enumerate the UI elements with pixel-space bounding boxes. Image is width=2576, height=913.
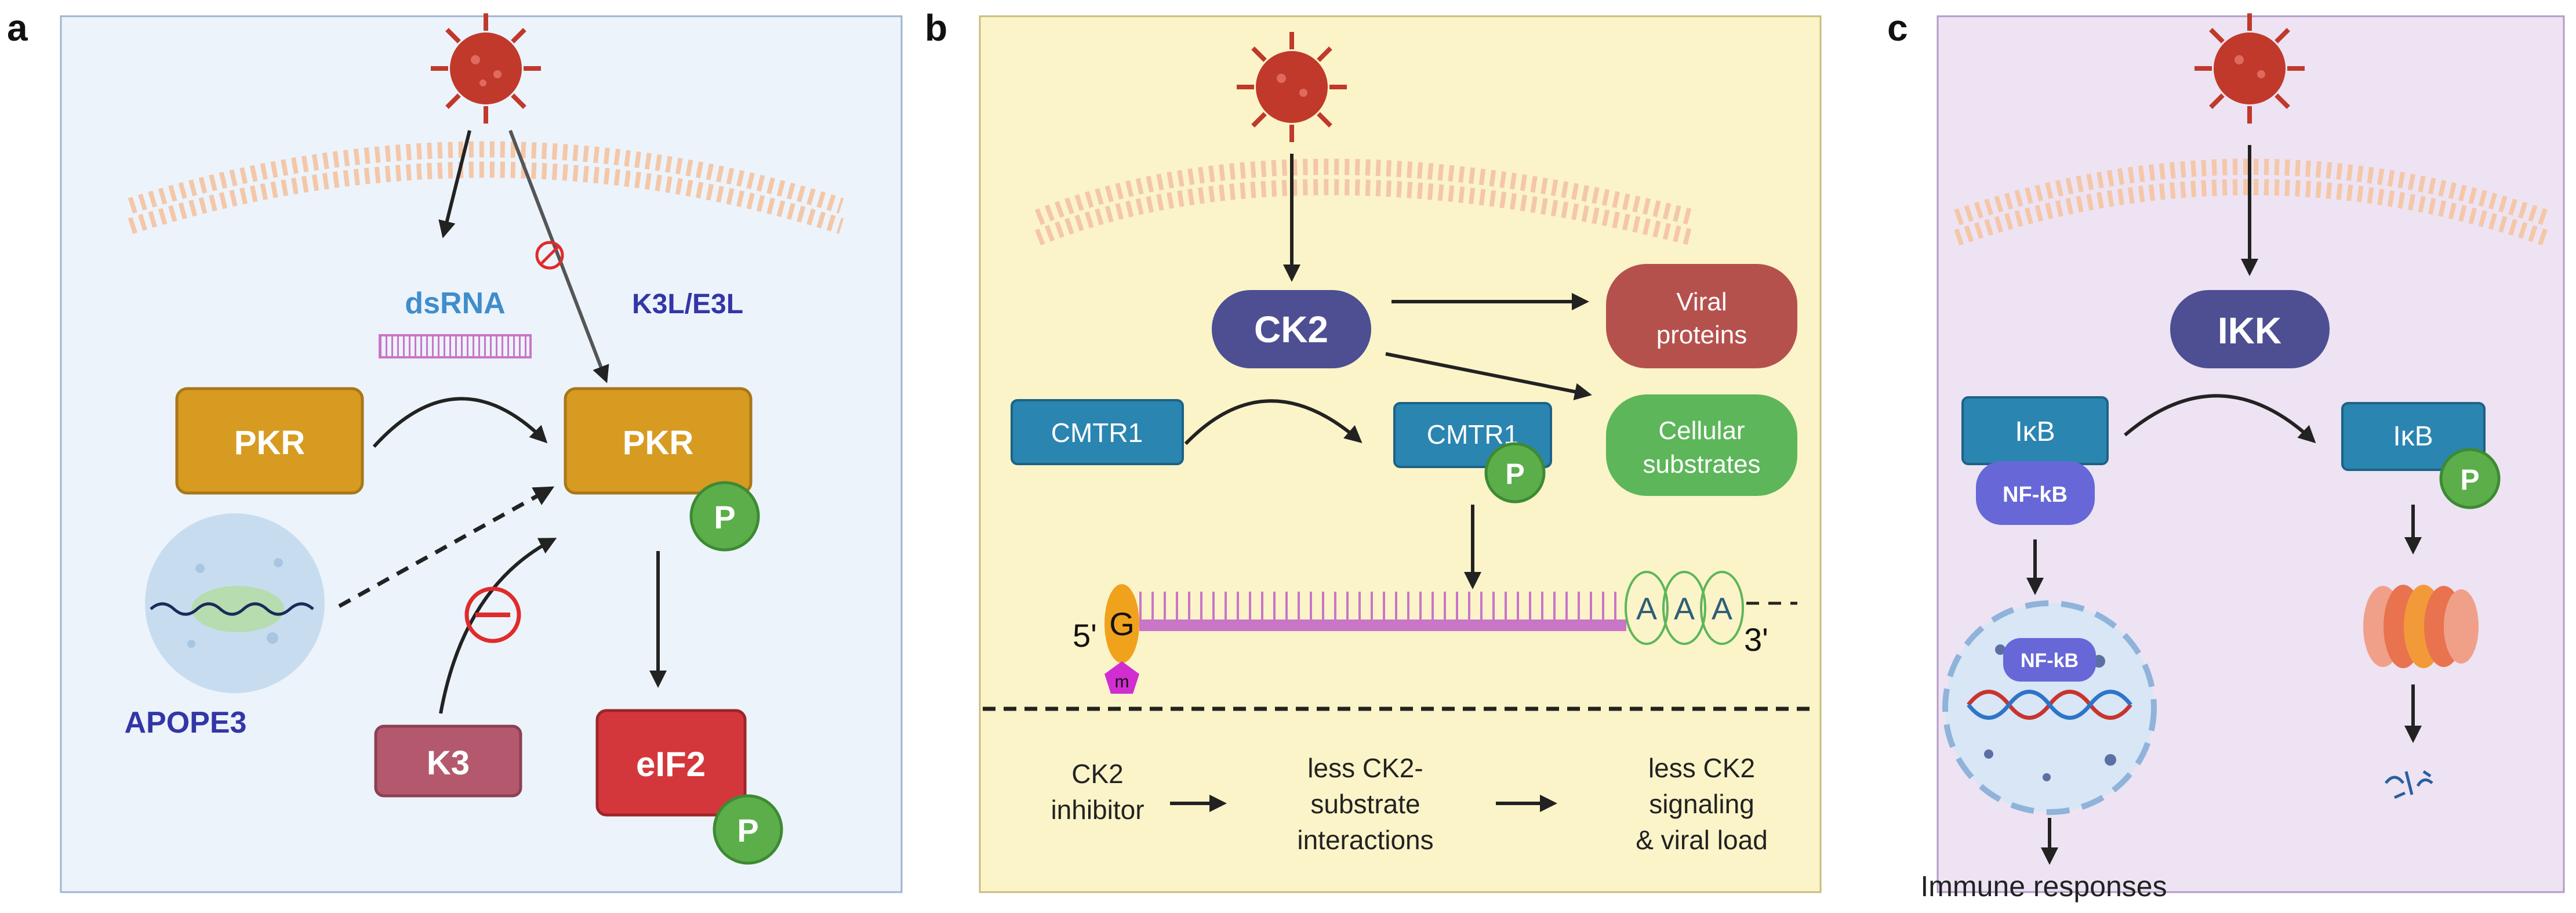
rna-backbone [1139,619,1626,631]
viral-proteins-box [1606,264,1797,368]
arrow-k3-pkr [439,538,557,714]
cmtr1-right-label: CMTR1 [1427,419,1518,450]
eif2-box [595,709,747,817]
cmtr1-left-label: CMTR1 [1051,418,1143,448]
phospho-label-ikb: P [2460,463,2479,496]
arrow-cmtr1-phosphorylation [1184,399,1363,445]
inhibition-icon-k3 [464,586,521,643]
nfkb-cyto-label: NF-kB [2003,483,2068,507]
phospho-badge-eif2 [713,794,783,865]
dsrna-label: dsRNA [405,287,505,320]
arrow-virus-dsrna [438,130,471,238]
inhibition-icon [535,241,564,270]
step3-line1: less CK2 [1648,753,1755,783]
arrow-ck2-cellular [1385,352,1592,401]
step1-line2: inhibitor [1051,795,1144,825]
step1-line1: CK2 [1071,759,1123,789]
poly-a-tail [1625,571,1744,645]
pkr-active-label: PKR [623,424,693,462]
step2-line3: interactions [1297,825,1433,855]
virus-icon [2194,13,2305,124]
phospho-label-cmtr1: P [1505,458,1524,490]
immune-responses-label: Immune responses [1920,870,2167,903]
apope3-icon [145,513,325,693]
ikb-left-label: IκB [2015,416,2055,447]
cellular-line2: substrates [1643,450,1761,479]
pkr-active-box [564,387,753,495]
apope3-label: APOPE3 [125,706,247,740]
virus-icon [431,13,541,124]
step2-line1: less CK2- [1307,753,1423,783]
pkr-inactive-label: PKR [234,424,305,462]
three-prime-label: 3' [1744,621,1768,658]
step3-line3: & viral load [1636,825,1768,855]
cap-m-label: m [1115,672,1129,691]
nucleus-icon [1942,600,2157,815]
pkr-inactive-box [175,387,364,495]
degraded-peptides-icon [2385,770,2433,799]
panel-a-letter: a [7,7,28,49]
ikk-label: IKK [2218,310,2281,352]
arrow-pkr-activation [372,397,548,448]
poly-a-2: A [1674,592,1695,626]
cmtr1-left-box [1011,399,1184,465]
cellular-line1: Cellular [1658,416,1745,445]
poly-a-1: A [1636,592,1657,626]
phospho-badge-ikb [2439,448,2501,509]
phospho-badge-pkr [689,481,760,552]
step3-line2: signaling [1649,789,1754,819]
k3-box [374,724,522,798]
methyl-group [1104,661,1139,694]
dsrna-ladder [379,334,532,358]
step2-line2: substrate [1310,789,1420,819]
ikk-box [2170,290,2330,368]
panel-b-letter: b [925,7,947,49]
cellular-substrates-box [1606,394,1797,496]
viral-proteins-line1: Viral [1676,288,1727,316]
nfkb-cyto-box [1976,461,2095,525]
k3l-e3l-label: K3L/E3L [632,289,743,320]
phospho-label-pkr: P [714,499,735,535]
poly-a-3: A [1712,592,1732,626]
proteasome-icon [2363,585,2479,668]
arrow-ikb-phosphorylation [2124,394,2316,444]
panel-c-letter: c [1887,7,1908,49]
phospho-badge-cmtr1 [1484,442,1546,503]
arrow-virus-pkr [508,129,609,383]
ck2-label: CK2 [1254,309,1328,350]
ikb-right-label: IκB [2393,421,2433,452]
ikb-right-box [2341,402,2486,471]
phospho-label-eif2: P [737,812,758,849]
viral-proteins-line2: proteins [1656,321,1747,349]
virus-icon [1237,32,1347,142]
eif2-label: eIF2 [636,745,706,784]
five-prime-label: 5' [1073,617,1097,654]
nfkb-nucleus-label: NF-kB [2021,650,2079,672]
ck2-box [1212,290,1371,368]
rna-cap [1104,584,1139,663]
k3-label: K3 [427,744,470,782]
nfkb-nucleus-box [2003,638,2096,682]
arrow-apope3-pkr [338,486,555,608]
cap-g-label: G [1109,606,1135,642]
